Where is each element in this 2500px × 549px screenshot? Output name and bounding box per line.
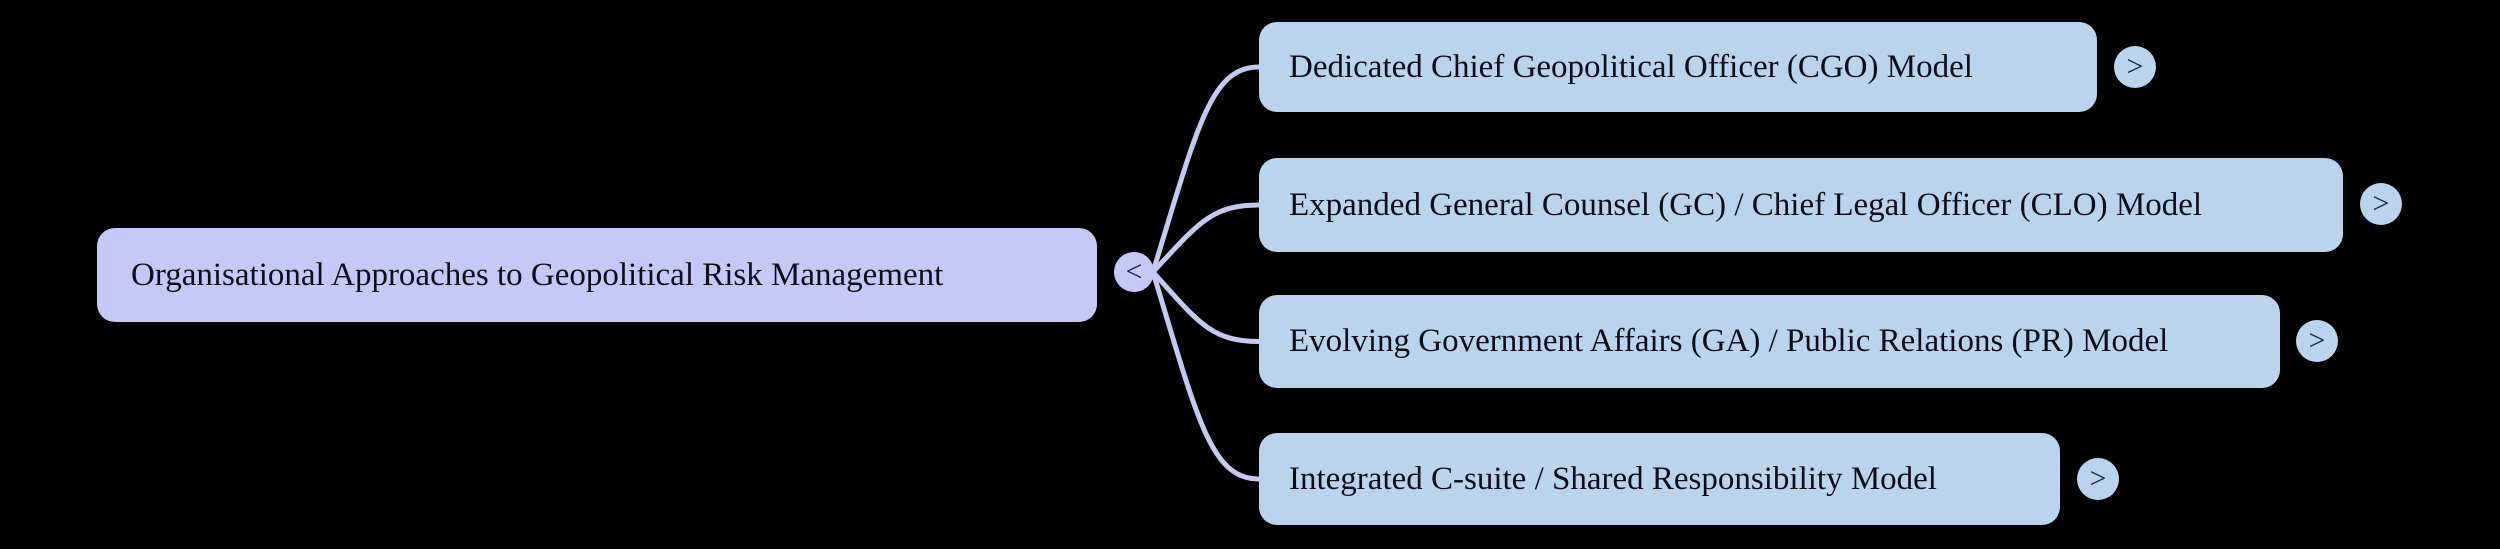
mindmap-child-node-cgo-model[interactable]: Dedicated Chief Geopolitical Officer (CG… [1259,22,2097,112]
expand-toggle-ga-pr-model[interactable]: > [2296,320,2338,362]
link-curve [1150,269,1262,344]
mindmap-child-node-ga-pr-model[interactable]: Evolving Government Affairs (GA) / Publi… [1259,295,2280,388]
mindmap-root-node[interactable]: Organisational Approaches to Geopolitica… [97,228,1097,322]
expand-toggle-gc-clo-model[interactable]: > [2360,183,2402,225]
link-curve [1150,269,1262,482]
child-node-label: Evolving Government Affairs (GA) / Publi… [1289,323,2169,359]
expand-toggle-c-suite-model[interactable]: > [2077,458,2119,500]
child-node-label: Integrated C-suite / Shared Responsibili… [1289,460,1937,497]
expand-toggle-cgo-model[interactable]: > [2114,46,2156,88]
child-node-label: Expanded General Counsel (GC) / Chief Le… [1289,186,2203,223]
root-collapse-toggle[interactable]: < [1114,252,1154,292]
mindmap-child-node-c-suite-model[interactable]: Integrated C-suite / Shared Responsibili… [1259,433,2060,525]
link-curve [1150,64,1262,275]
link-curve [1150,202,1262,275]
mindmap-child-node-gc-clo-model[interactable]: Expanded General Counsel (GC) / Chief Le… [1259,158,2343,252]
child-node-label: Dedicated Chief Geopolitical Officer (CG… [1289,48,1973,85]
root-node-label: Organisational Approaches to Geopolitica… [131,256,944,293]
